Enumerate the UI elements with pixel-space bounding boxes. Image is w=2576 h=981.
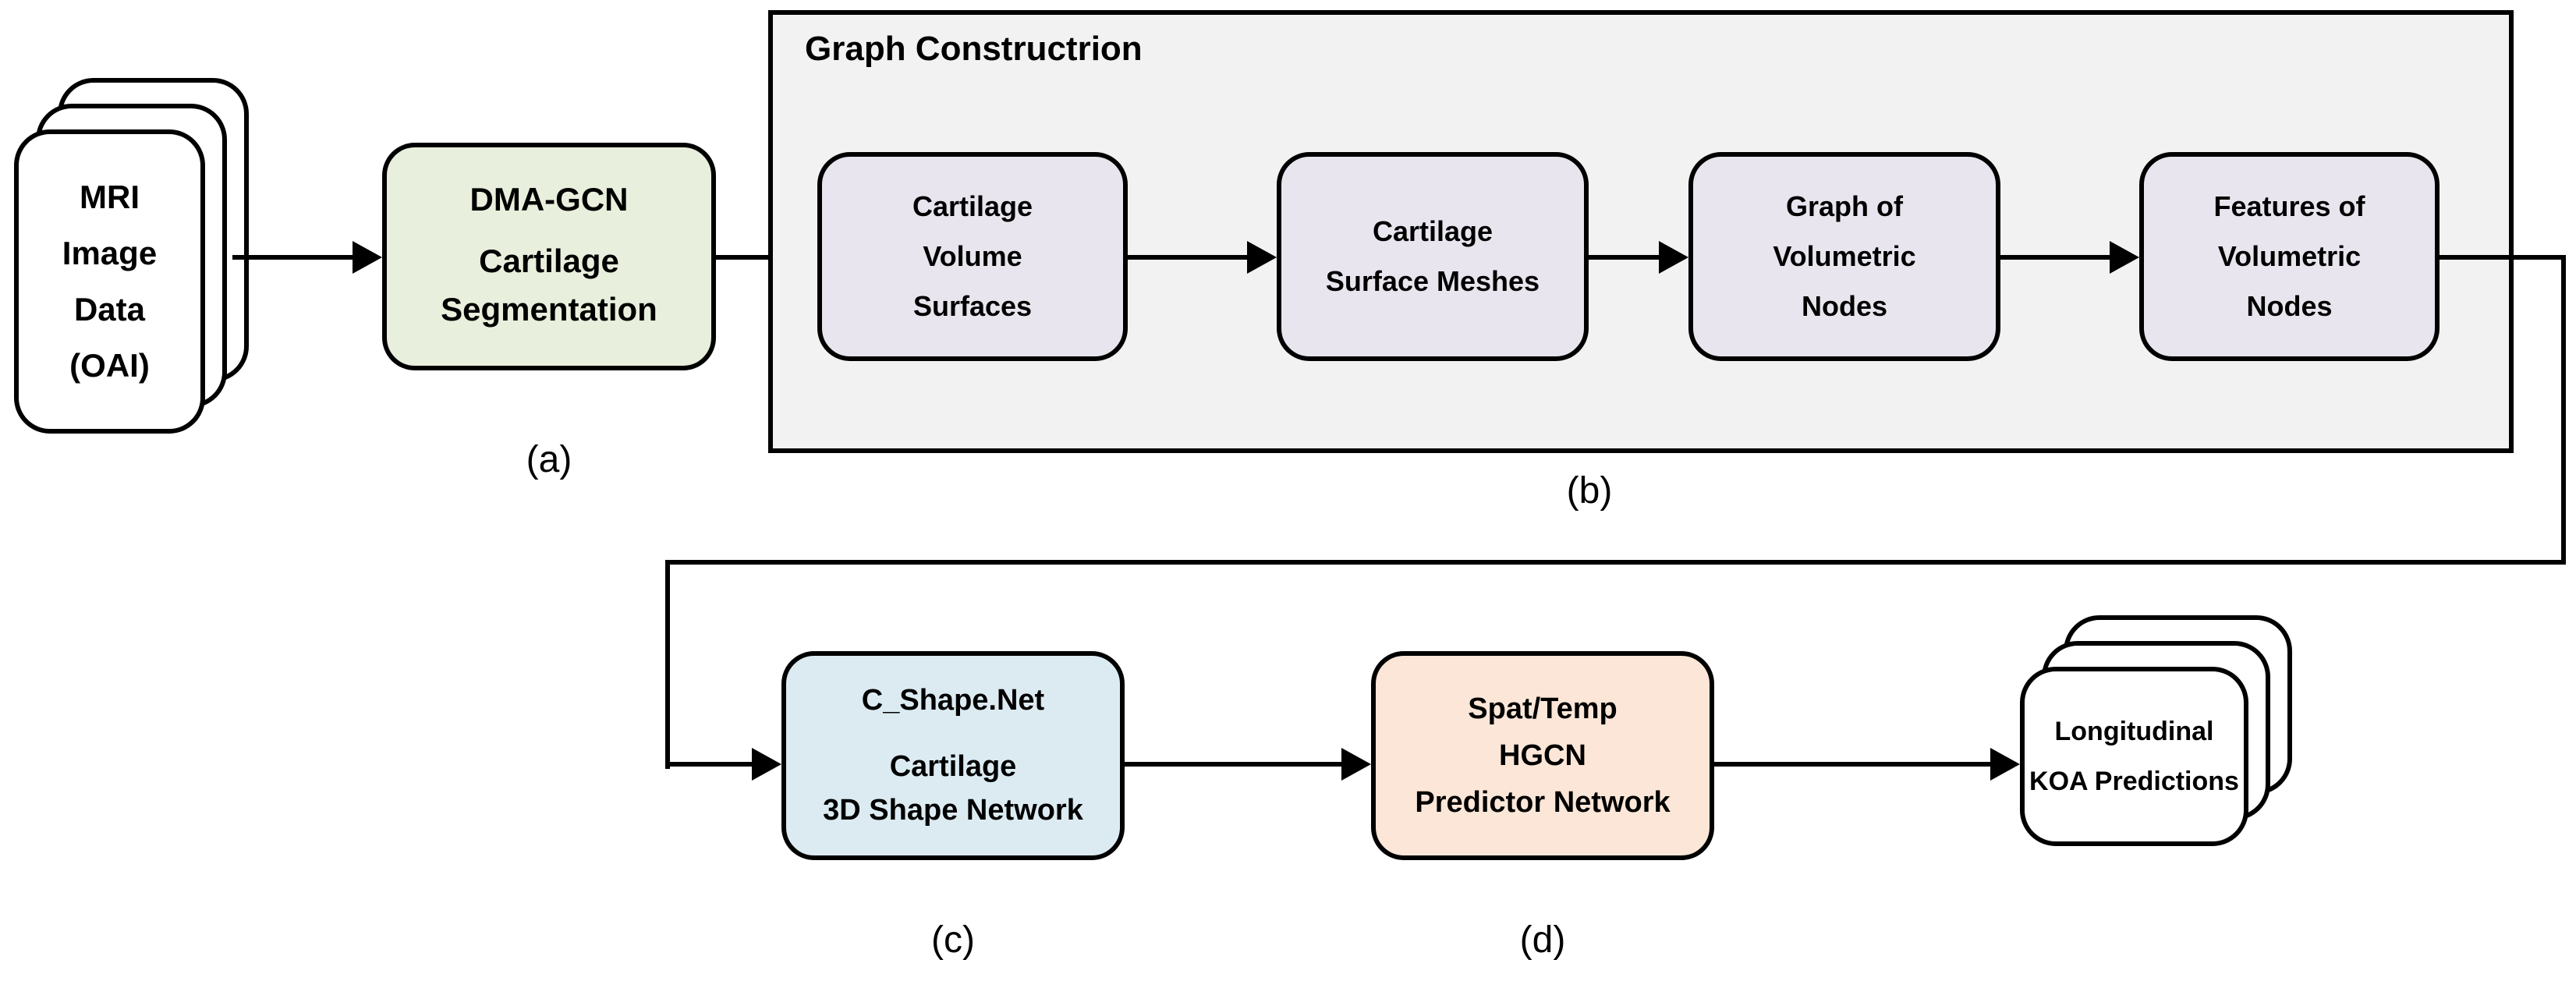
caption-d: (d) xyxy=(1519,919,1566,961)
arrow-box1-to-box2-head xyxy=(1247,241,1277,274)
arrow-mri-to-segmentation-head xyxy=(353,241,382,274)
caption-c: (c) xyxy=(931,919,975,961)
volume-surfaces-box: Cartilage Volume Surfaces xyxy=(817,152,1128,361)
segmentation-box-title: DMA-GCN xyxy=(469,181,629,218)
volumetric-features-line: Volumetric xyxy=(2217,240,2362,272)
volumetric-features-box: Features of Volumetric Nodes xyxy=(2139,152,2440,361)
mri-line: MRI xyxy=(80,179,140,215)
mri-line: Image xyxy=(62,235,158,271)
predictor-box: Spat/Temp HGCN Predictor Network xyxy=(1371,651,1714,860)
volumetric-features-line: Nodes xyxy=(2246,290,2333,322)
shape-network-line: 3D Shape Network xyxy=(823,794,1083,827)
arrow-shape-to-predictor-line xyxy=(1125,762,1343,767)
connector-segment-into-shape-line xyxy=(665,762,753,767)
arrow-predictor-to-output-line xyxy=(1714,762,1992,767)
shape-network-box: C_Shape.Net Cartilage 3D Shape Network xyxy=(781,651,1125,860)
surface-meshes-line: Cartilage xyxy=(1372,215,1494,247)
connector-segment-right-vertical xyxy=(2561,255,2566,565)
volume-surfaces-line: Cartilage xyxy=(912,190,1033,222)
volumetric-graph-line: Graph of xyxy=(1786,190,1903,222)
predictions-stack-card-front: Longitudinal KOA Predictions xyxy=(2020,667,2248,846)
connector-segment-right-horizontal xyxy=(2440,255,2566,260)
predictions-line: KOA Predictions xyxy=(2029,767,2239,796)
arrow-box3-to-box4-line xyxy=(2000,255,2111,260)
shape-network-line: Cartilage xyxy=(889,750,1017,783)
arrow-box1-to-box2-line xyxy=(1128,255,1249,260)
graph-construction-panel-title: Graph Constructrion xyxy=(805,30,1143,68)
volumetric-graph-line: Volumetric xyxy=(1773,240,1916,272)
surface-meshes-line: Surface Meshes xyxy=(1325,265,1540,297)
surface-meshes-box: Cartilage Surface Meshes xyxy=(1277,152,1589,361)
volume-surfaces-line: Surfaces xyxy=(912,290,1033,322)
arrow-shape-to-predictor-head xyxy=(1341,748,1371,781)
arrow-mri-to-segmentation-line xyxy=(232,255,354,260)
predictor-line: Predictor Network xyxy=(1415,786,1671,819)
arrow-predictor-to-output-head xyxy=(1990,748,2020,781)
arrow-box2-to-box3-line xyxy=(1589,255,1660,260)
segmentation-box-line: Cartilage xyxy=(479,243,619,279)
shape-network-title: C_Shape.Net xyxy=(861,684,1045,717)
arrow-segmentation-to-panel-line xyxy=(716,255,789,260)
predictor-line: HGCN xyxy=(1499,739,1586,772)
connector-segment-bottom-horizontal xyxy=(665,560,2566,565)
arrow-box3-to-box4-head xyxy=(2110,241,2139,274)
predictor-line: Spat/Temp xyxy=(1468,692,1618,725)
connector-segment-left-vertical xyxy=(665,560,670,769)
mri-line: (OAI) xyxy=(69,347,150,384)
segmentation-box-line: Segmentation xyxy=(441,291,657,328)
volumetric-graph-line: Nodes xyxy=(1801,290,1888,322)
caption-b: (b) xyxy=(1566,470,1613,512)
volume-surfaces-line: Volume xyxy=(923,240,1022,272)
segmentation-box: DMA-GCN Cartilage Segmentation xyxy=(382,143,716,370)
arrow-box2-to-box3-head xyxy=(1659,241,1688,274)
mri-stack-label: MRI Image Data (OAI) xyxy=(19,134,200,429)
mri-stack-card-front: MRI Image Data (OAI) xyxy=(14,129,205,434)
mri-line: Data xyxy=(73,291,146,328)
volumetric-features-line: Features of xyxy=(2213,190,2365,222)
volumetric-graph-box: Graph of Volumetric Nodes xyxy=(1688,152,2000,361)
predictions-stack-label: Longitudinal KOA Predictions xyxy=(2025,671,2244,841)
connector-into-shape-head xyxy=(752,748,781,781)
predictions-line: Longitudinal xyxy=(2054,717,2214,746)
caption-a: (a) xyxy=(526,439,572,480)
